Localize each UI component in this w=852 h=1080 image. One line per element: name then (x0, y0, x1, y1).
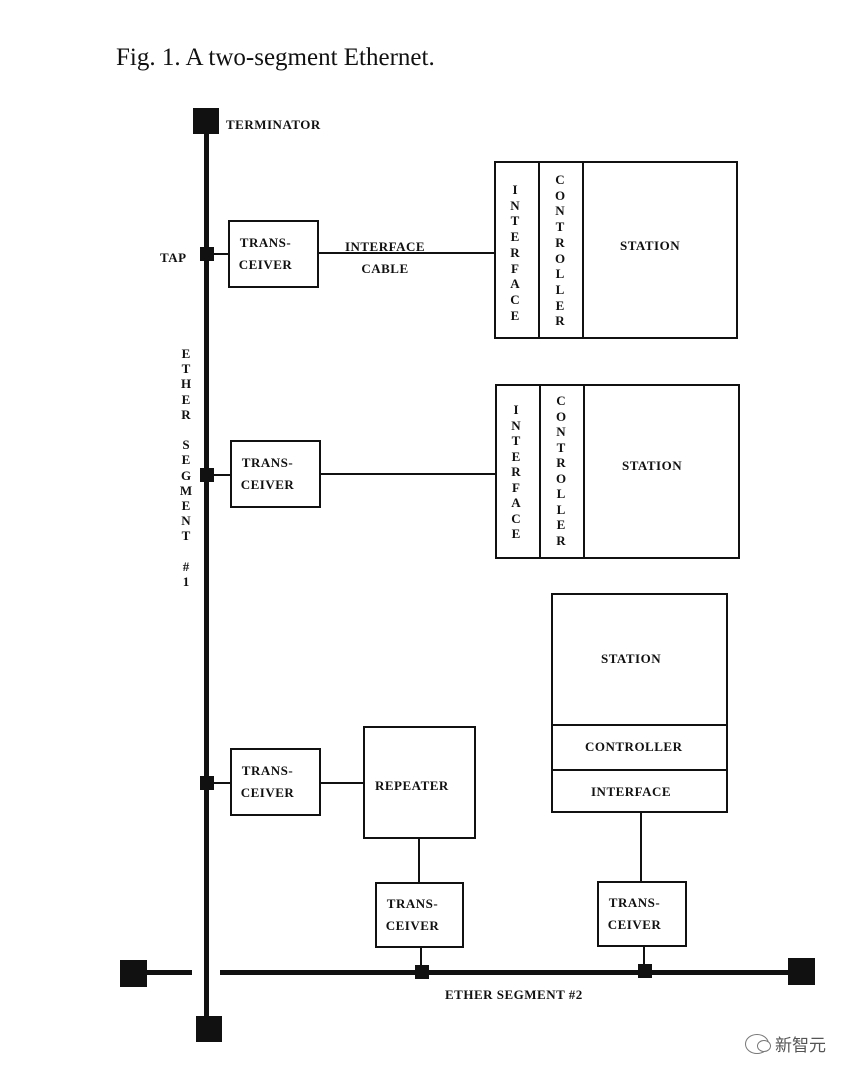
watermark-text: 新智元 (775, 1036, 826, 1056)
tap-seg2-1 (415, 965, 429, 979)
station-3-group (551, 593, 728, 813)
station-2-label: STATION (622, 458, 683, 473)
station-1-label: STATION (620, 238, 681, 253)
watermark: 新智元 (745, 1031, 826, 1056)
station-3-label: STATION (601, 651, 662, 666)
repeater-label: REPEATER (375, 778, 449, 793)
tap-1 (200, 247, 214, 261)
terminator-bottom-seg1 (196, 1016, 222, 1042)
tap-label: TAP (160, 250, 187, 265)
station-2-group (495, 384, 740, 559)
terminator-seg2-left (120, 960, 147, 987)
divider (583, 384, 585, 559)
tap-3 (200, 776, 214, 790)
terminator-seg2-right (788, 958, 815, 985)
controller-3-label: CONTROLLER (585, 739, 683, 754)
transceiver-4-label: TRANS- CEIVER (385, 896, 440, 933)
tap1-to-transceiver1 (209, 253, 228, 255)
repeater-to-transceiver4 (418, 839, 420, 882)
transceiver4-to-tap (420, 948, 422, 968)
interface-cable-2 (321, 473, 495, 475)
divider (538, 161, 540, 339)
divider (551, 769, 728, 771)
tap-seg2-2 (638, 964, 652, 978)
transceiver-2 (230, 440, 321, 508)
transceiver-2-label: TRANS- CEIVER (240, 455, 295, 492)
ether-segment-2-cable (220, 970, 794, 975)
transceiver5-to-tap (643, 947, 645, 967)
transceiver-5-label: TRANS- CEIVER (607, 895, 662, 932)
ether-segment-2-cable-left (146, 970, 192, 975)
divider (582, 161, 584, 339)
tap2-to-transceiver2 (209, 474, 230, 476)
repeater (363, 726, 476, 839)
terminator-label: TERMINATOR (226, 117, 321, 132)
ether-segment-2-label: ETHER SEGMENT #2 (445, 987, 583, 1002)
station-1-group (494, 161, 738, 339)
transceiver-4 (375, 882, 464, 948)
transceiver-3-label: TRANS- CEIVER (240, 763, 295, 800)
transceiver3-to-repeater (321, 782, 363, 784)
tap3-to-transceiver3 (209, 782, 230, 784)
figure-caption: Fig. 1. A two-segment Ethernet. (116, 44, 435, 71)
interface-cable-1 (319, 252, 495, 254)
tap-2 (200, 468, 214, 482)
divider (551, 724, 728, 726)
ether-segment-1-cable (204, 120, 209, 1028)
transceiver-1 (228, 220, 319, 288)
transceiver-1-label: TRANS- CEIVER (238, 235, 293, 272)
wechat-icon (745, 1033, 771, 1054)
divider (539, 384, 541, 559)
transceiver-5 (597, 881, 687, 947)
interface-cable-label: INTERFACE CABLE (344, 239, 426, 276)
interface-3-label: INTERFACE (591, 784, 672, 799)
transceiver-3 (230, 748, 321, 816)
station3-to-transceiver5 (640, 813, 642, 882)
terminator-top (193, 108, 219, 134)
